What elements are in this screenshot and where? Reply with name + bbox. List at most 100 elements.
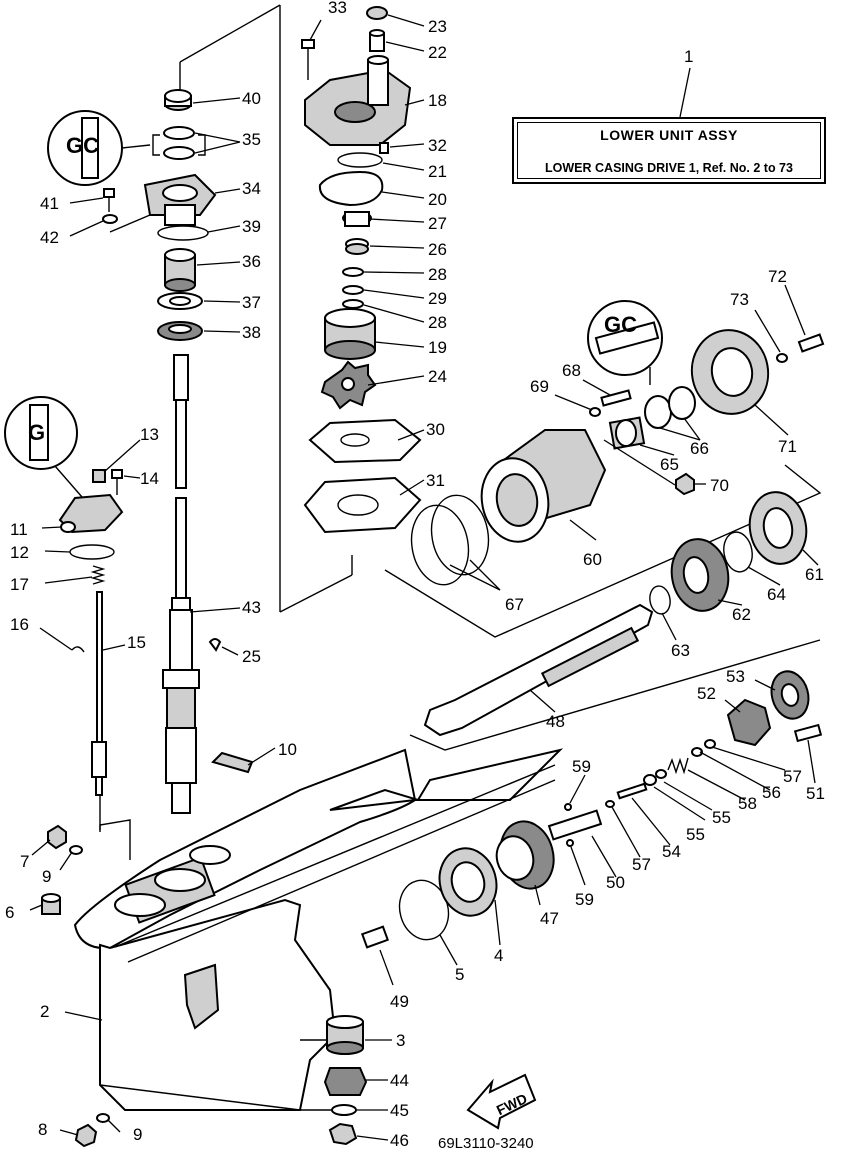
callout-57-left: 57 (632, 855, 651, 874)
callout-67: 67 (505, 595, 524, 614)
callout-36: 36 (242, 252, 261, 271)
callout-52: 52 (697, 684, 716, 703)
callout-57-right: 57 (783, 767, 802, 786)
callout-73: 73 (730, 290, 749, 309)
callout-3: 3 (396, 1031, 405, 1050)
callout-25: 25 (242, 647, 261, 666)
callout-55-upper: 55 (712, 808, 731, 827)
callout-4: 4 (494, 946, 503, 965)
callout-62: 62 (732, 605, 751, 624)
callout-70: 70 (710, 476, 729, 495)
callout-40: 40 (242, 89, 261, 108)
callout-41: 41 (40, 194, 59, 213)
callout-18: 18 (428, 91, 447, 110)
callout-13: 13 (140, 425, 159, 444)
callout-44: 44 (390, 1071, 409, 1090)
callout-54: 54 (662, 842, 681, 861)
svg-text:G: G (28, 420, 45, 445)
callout-69: 69 (530, 377, 549, 396)
callout-65: 65 (660, 455, 679, 474)
assembly-subtitle: LOWER CASING DRIVE 1, Ref. No. 2 to 73 (545, 161, 793, 175)
callout-56: 56 (762, 783, 781, 802)
callout-49: 49 (390, 992, 409, 1011)
callout-26: 26 (428, 240, 447, 259)
callout-43: 43 (242, 598, 261, 617)
callout-16: 16 (10, 615, 29, 634)
callout-2: 2 (40, 1002, 49, 1021)
lower-casing (73, 748, 564, 1111)
callout-31: 31 (426, 471, 445, 490)
callout-48: 48 (546, 712, 565, 731)
callout-19: 19 (428, 338, 447, 357)
callout-7: 7 (20, 852, 29, 871)
callout-32: 32 (428, 136, 447, 155)
callout-34: 34 (242, 179, 261, 198)
bearing-housing-group: GC (410, 300, 825, 615)
frame-lines (99, 4, 822, 860)
callout-59-upper: 59 (572, 757, 591, 776)
callout-60: 60 (583, 550, 602, 569)
callout-14: 14 (140, 469, 159, 488)
shift-rod-assembly: G (4, 396, 124, 796)
callout-27: 27 (428, 214, 447, 233)
svg-text:GC: GC (604, 312, 637, 337)
callout-9-lower: 9 (133, 1125, 142, 1144)
pinion-gear-parts (323, 925, 390, 1146)
callout-46: 46 (390, 1131, 409, 1150)
callout-15: 15 (127, 633, 146, 652)
callout-33: 33 (328, 0, 347, 17)
callout-47: 47 (540, 909, 559, 928)
left-fasteners (41, 824, 110, 1148)
callout-58: 58 (738, 794, 757, 813)
callout-10: 10 (278, 740, 297, 759)
callout-50: 50 (606, 873, 625, 892)
propeller-shaft (423, 603, 654, 737)
callout-55-lower: 55 (686, 825, 705, 844)
callout-37: 37 (242, 293, 261, 312)
callout-71: 71 (778, 437, 797, 456)
water-pump-assembly (301, 6, 422, 534)
callout-8: 8 (38, 1120, 47, 1139)
callout-17: 17 (10, 575, 29, 594)
callout-30: 30 (426, 420, 445, 439)
callout-61: 61 (805, 565, 824, 584)
drive-shaft (162, 354, 200, 814)
callout-51: 51 (806, 784, 825, 803)
callout-64: 64 (767, 585, 786, 604)
callout-29: 29 (428, 289, 447, 308)
callout-21: 21 (428, 162, 447, 181)
callout-59-lower: 59 (575, 890, 594, 909)
callout-22: 22 (428, 43, 447, 62)
callout-38: 38 (242, 323, 261, 342)
callout-35: 35 (242, 130, 261, 149)
callout-20: 20 (428, 190, 447, 209)
callout-39: 39 (242, 217, 261, 236)
callout-28-lower: 28 (428, 313, 447, 332)
callout-72: 72 (768, 267, 787, 286)
drawing-number: 69L3110-3240 (438, 1135, 534, 1152)
callout-9-upper: 9 (42, 867, 51, 886)
callout-66: 66 (690, 439, 709, 458)
callout-labels: 1 2 3 4 5 6 7 8 9 9 10 11 12 13 14 15 16… (5, 0, 825, 1150)
callout-28-upper: 28 (428, 265, 447, 284)
callout-63: 63 (671, 641, 690, 660)
callout-11: 11 (10, 520, 28, 539)
callout-12: 12 (10, 543, 29, 562)
callout-5: 5 (455, 965, 464, 984)
callout-23: 23 (428, 17, 447, 36)
svg-text:GC: GC (66, 133, 99, 158)
water-pump-column: GC (47, 89, 217, 341)
callout-24: 24 (428, 367, 447, 386)
leader-lines (29, 14, 819, 1141)
callout-53: 53 (726, 667, 745, 686)
fwd-arrow: FWD (466, 1073, 537, 1130)
callout-42: 42 (40, 228, 59, 247)
callout-45: 45 (390, 1101, 409, 1120)
callout-6: 6 (5, 903, 14, 922)
callout-68: 68 (562, 361, 581, 380)
callout-1: 1 (684, 47, 693, 66)
assembly-title: LOWER UNIT ASSY (600, 127, 738, 143)
title-box-inner-border (517, 122, 821, 179)
title-box: LOWER UNIT ASSY LOWER CASING DRIVE 1, Re… (512, 117, 826, 184)
